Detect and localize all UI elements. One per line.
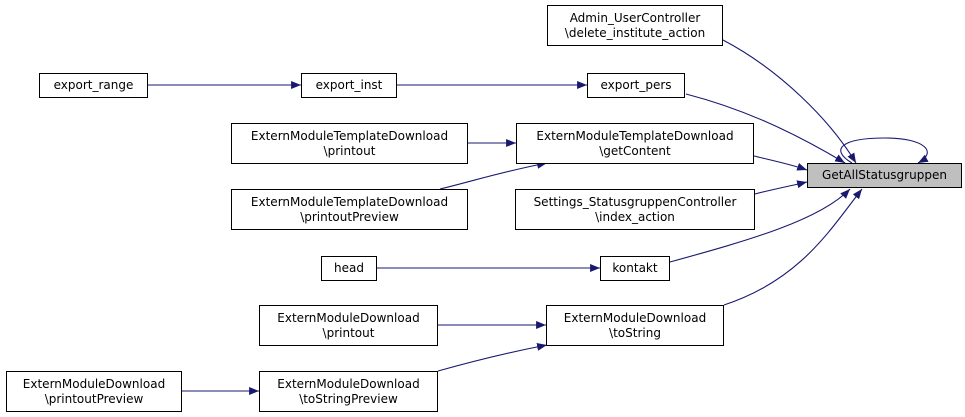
function-node[interactable]: ExternModuleTemplateDownload\printoutPre…: [231, 189, 468, 230]
node-label: \index_action: [595, 209, 675, 224]
function-node[interactable]: export_inst: [301, 73, 397, 98]
function-node[interactable]: head: [321, 256, 377, 281]
node-label: GetAllStatusgruppen: [822, 168, 947, 182]
function-node[interactable]: ExternModuleDownload\toStringPreview: [259, 371, 438, 412]
call-edge: [840, 137, 929, 164]
node-label: \toString: [609, 325, 661, 340]
node-label: ExternModuleTemplateDownload: [250, 194, 449, 209]
call-edge: [722, 39, 857, 164]
function-node[interactable]: ExternModuleTemplateDownload\printout: [231, 123, 468, 164]
root-function-node: GetAllStatusgruppen: [807, 163, 962, 188]
function-node[interactable]: ExternModuleDownload\printout: [259, 305, 438, 346]
function-node[interactable]: Settings_StatusgruppenController\index_a…: [515, 189, 755, 230]
function-node[interactable]: ExternModuleDownload\toString: [546, 305, 724, 346]
call-edge: [753, 155, 808, 171]
node-label: \printout: [323, 143, 376, 158]
call-edge: [437, 342, 548, 372]
function-node[interactable]: ExternModuleDownload\printoutPreview: [6, 371, 182, 412]
node-label: export_inst: [315, 78, 383, 92]
node-label: \printoutPreview: [300, 209, 399, 224]
call-edge: [669, 188, 851, 263]
function-node[interactable]: ExternModuleTemplateDownload\getContent: [516, 123, 754, 164]
call-edge: [439, 160, 548, 190]
function-node[interactable]: export_pers: [587, 73, 685, 98]
call-edge: [754, 180, 808, 195]
node-label: ExternModuleTemplateDownload: [250, 128, 449, 143]
call-edge: [723, 188, 863, 306]
node-label: ExternModuleTemplateDownload: [536, 128, 734, 143]
node-label: kontakt: [612, 261, 658, 275]
node-label: export_range: [53, 78, 134, 92]
function-node[interactable]: Admin_UserController\delete_institute_ac…: [547, 5, 723, 46]
node-label: \printout: [322, 325, 375, 340]
function-node[interactable]: export_range: [39, 73, 148, 98]
function-node[interactable]: kontakt: [600, 256, 670, 281]
node-label: ExternModuleDownload: [563, 310, 707, 325]
call-edge: [685, 93, 846, 164]
node-label: \toStringPreview: [299, 391, 398, 406]
node-label: \delete_institute_action: [564, 25, 706, 40]
node-label: ExternModuleDownload: [277, 310, 420, 325]
node-label: Settings_StatusgruppenController: [533, 194, 737, 209]
node-label: head: [334, 261, 364, 275]
node-label: ExternModuleDownload: [277, 376, 420, 391]
node-label: ExternModuleDownload: [22, 376, 166, 391]
node-label: \printoutPreview: [44, 391, 144, 406]
node-label: \getContent: [599, 143, 671, 158]
node-label: Admin_UserController: [569, 10, 701, 25]
node-label: export_pers: [600, 78, 672, 92]
